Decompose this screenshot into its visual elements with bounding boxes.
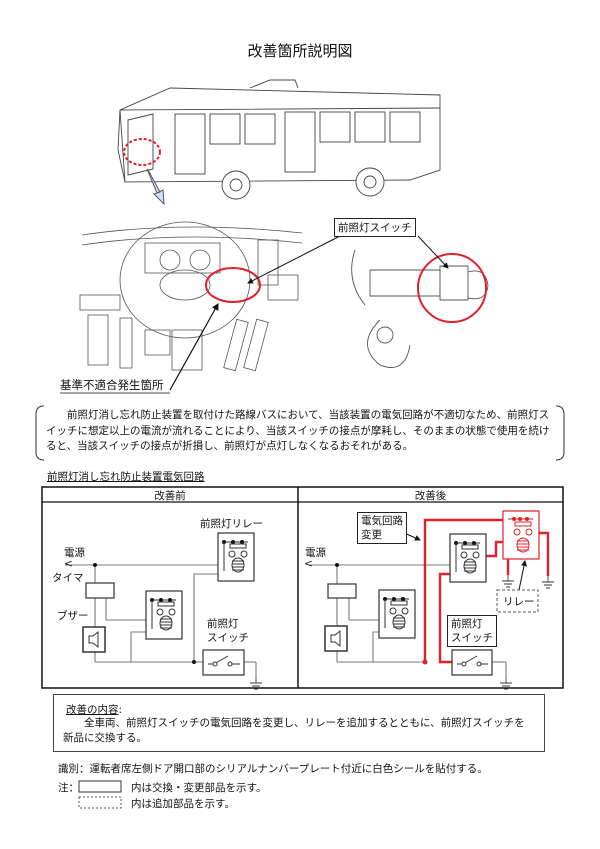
improvement-box: 改善の内容: 全車両、前照灯スイッチの電気回路を変更し、リレーを追加するとともに… <box>53 694 545 752</box>
circuit-change-callout: 電気回路 変更 <box>357 512 407 544</box>
ground-icon <box>249 676 263 690</box>
note-prefix: 注： <box>58 782 79 794</box>
timer-box <box>85 582 115 599</box>
note-solid-text: 内は交換・変更部品を示す。 <box>131 782 267 794</box>
circuit-after <box>310 510 555 690</box>
headlamp-relay-label: 前照灯リレー <box>200 518 263 530</box>
after-header: 改善後 <box>414 490 447 502</box>
buzzer-icon <box>82 626 106 653</box>
circuit-table-frame <box>41 486 564 689</box>
headlamp-switch-callout: 前照灯スイッチ <box>334 218 416 237</box>
timer-relay-icon <box>378 589 416 639</box>
headlamp-switch-label-1: 前照灯 <box>207 618 239 630</box>
switch-stalk-illustration <box>351 249 489 368</box>
bus-location-marker <box>123 138 161 166</box>
changed-wiring <box>423 518 550 664</box>
stalk-switch-marker <box>417 253 487 323</box>
added-relay-label: リレー <box>503 596 535 608</box>
buzzer-label: ブザー <box>57 610 89 622</box>
dashboard-illustration <box>79 221 303 372</box>
bus-illustration <box>117 79 441 200</box>
power-arrow: < <box>64 558 73 570</box>
switch-line2: スイッチ <box>451 632 493 644</box>
note-dashed-text: 内は追加部品を示す。 <box>131 798 235 810</box>
description-text: 前照灯消し忘れ防止装置を取付けた路線バスにおいて、当該装置の電気回路が不適切なた… <box>46 409 550 452</box>
headlamp-relay-icon <box>449 533 487 583</box>
ground-icon <box>499 676 513 690</box>
zoom-arrow-icon <box>146 168 165 206</box>
added-relay-icon <box>502 510 540 560</box>
added-part-box <box>496 589 539 613</box>
headlamp-relay-icon <box>217 532 255 582</box>
timer-box <box>327 583 357 599</box>
headlamp-switch-label-2: スイッチ <box>207 632 249 644</box>
ground-icon <box>501 574 515 588</box>
improvement-text: 全車両、前照灯スイッチの電気回路を変更し、リレーを追加するとともに、前照灯スイッ… <box>63 717 525 744</box>
circuit-change-line2: 変更 <box>361 529 382 541</box>
dashboard-switch-marker <box>205 267 261 303</box>
headlamp-switch-icon <box>451 649 493 676</box>
defect-description: 前照灯消し忘れ防止装置を取付けた路線バスにおいて、当該装置の電気回路が不適切なた… <box>36 404 564 460</box>
switch-line1: 前照灯 <box>451 618 483 630</box>
headlamp-switch-icon <box>202 649 245 676</box>
ground-icon <box>541 575 555 589</box>
improvement-colon: : <box>118 704 123 716</box>
timer-label: タイマ <box>52 572 84 584</box>
buzzer-icon <box>324 625 348 652</box>
new-switch-callout: 前照灯 スイッチ <box>447 615 497 647</box>
power-label: 電源 <box>64 547 85 559</box>
circuit-change-line1: 電気回路 <box>361 515 403 527</box>
power-arrow: < <box>304 558 313 570</box>
improvement-heading: 改善の内容 <box>66 704 119 716</box>
page-title: 改善箇所説明図 <box>247 42 353 60</box>
circuit-before <box>65 532 263 690</box>
legend-solid-box <box>78 780 122 793</box>
defect-location-label: 基準不適合発生箇所 <box>60 378 164 392</box>
identification-text: 識別：運転者席左側ドア開口部のシリアルナンバープレート付近に白色シールを貼付する… <box>58 763 488 775</box>
legend-dashed-box <box>78 796 122 809</box>
circuit-heading: 前照灯消し忘れ防止装置電気回路 <box>47 471 205 483</box>
power-label: 電源 <box>305 547 326 559</box>
timer-relay-icon <box>145 590 183 640</box>
before-header: 改善前 <box>154 490 186 502</box>
